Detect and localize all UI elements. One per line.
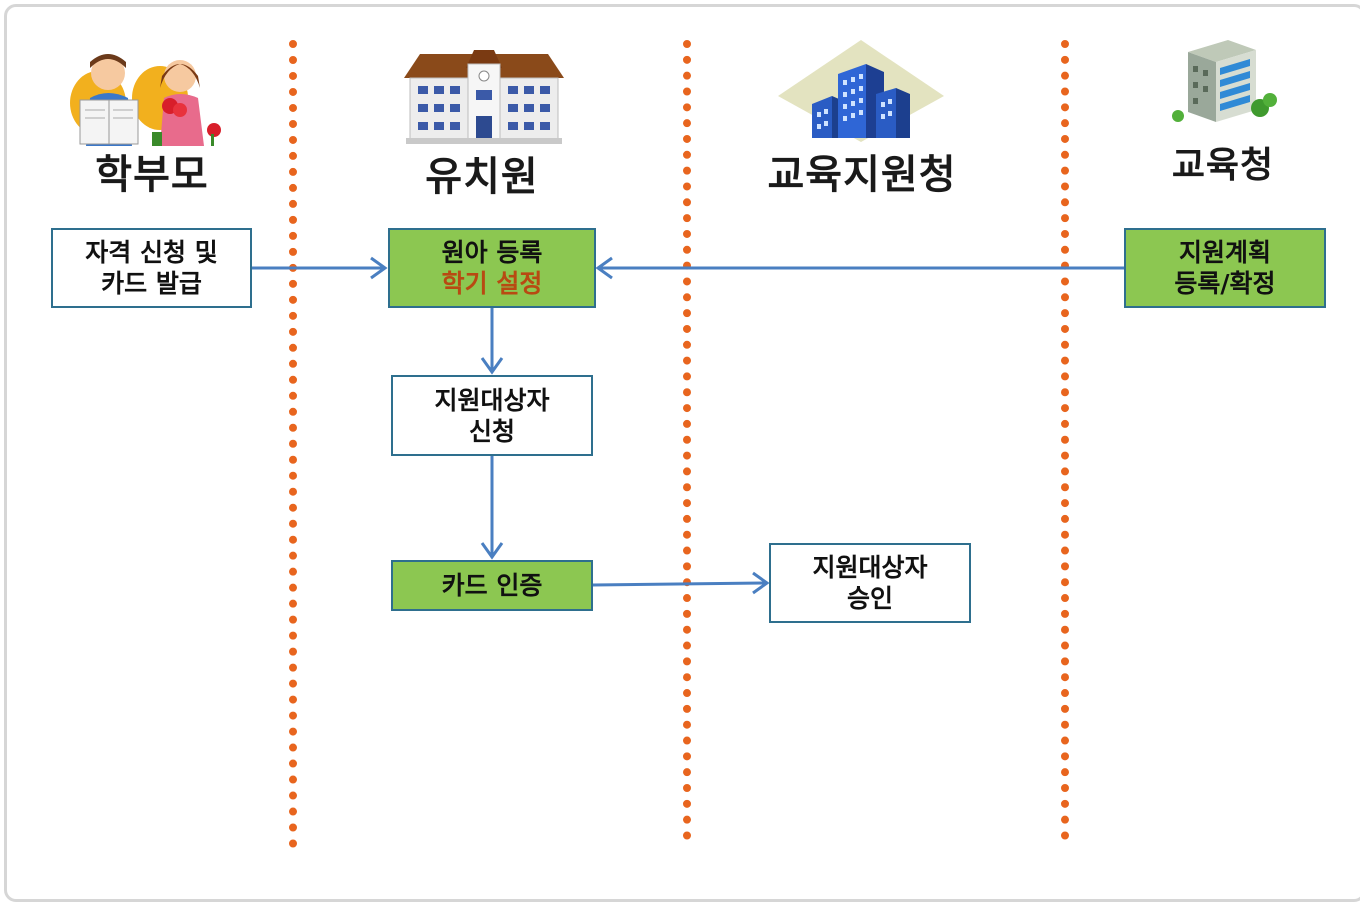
box-card-authentication: 카드 인증	[391, 560, 593, 611]
box-target-application-line2: 신청	[468, 416, 515, 446]
parents-icon	[68, 48, 228, 150]
lane-title-parents: 학부모	[95, 152, 209, 198]
box-target-approval-line2: 승인	[846, 584, 893, 613]
box-qualification-apply-line2: 카드 발급	[101, 269, 202, 298]
box-support-plan-line1: 지원계획	[1178, 238, 1271, 267]
box-semester-setting-line2: 학기 설정	[441, 269, 543, 298]
box-support-plan-line2: 등록/확정	[1174, 269, 1276, 298]
box-target-application-line1: 지원대상자	[434, 385, 550, 415]
arrowhead-apply-to-register	[370, 256, 388, 280]
education-support-office-icon	[776, 38, 946, 146]
diagram-frame	[4, 4, 1360, 902]
box-child-registration-line1: 원아 등록	[441, 238, 543, 267]
education-office-icon	[1170, 36, 1282, 130]
arrowhead-plan-to-register	[595, 256, 613, 280]
box-target-application: 지원대상자 신청	[391, 375, 593, 456]
box-target-approval: 지원대상자 승인	[769, 543, 971, 623]
kindergarten-building-icon	[402, 50, 566, 150]
box-card-authentication-label: 카드 인증	[441, 571, 543, 600]
lane-divider-3	[1061, 40, 1069, 840]
lane-title-kindergarten: 유치원	[425, 154, 539, 200]
box-target-approval-line1: 지원대상자	[812, 553, 928, 582]
arrowhead-target-to-card-auth	[480, 542, 504, 560]
lane-divider-1	[289, 40, 297, 848]
lane-title-education-office: 교육청	[1171, 145, 1275, 186]
box-qualification-apply-line1: 자격 신청 및	[85, 238, 218, 267]
box-support-plan: 지원계획 등록/확정	[1124, 228, 1326, 308]
lane-title-support-office: 교육지원청	[767, 152, 957, 198]
box-qualification-apply: 자격 신청 및 카드 발급	[51, 228, 252, 308]
arrow-card-auth-to-approve	[592, 581, 768, 587]
arrowhead-register-to-target	[480, 357, 504, 375]
box-child-registration: 원아 등록 학기 설정	[388, 228, 596, 308]
lane-divider-2	[683, 40, 691, 840]
arrowhead-card-auth-to-approve	[752, 571, 770, 595]
